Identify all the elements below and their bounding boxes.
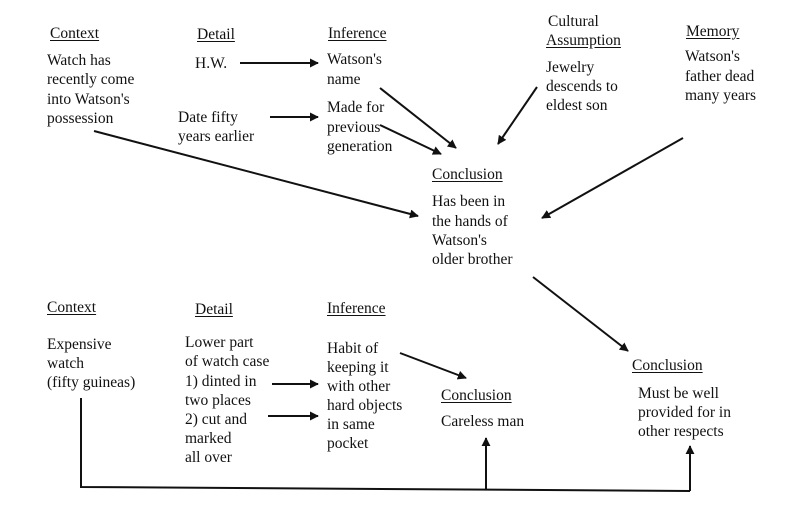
- bottom-context-line: (fifty guineas): [47, 374, 136, 391]
- final-conclusion-line: Must be well: [638, 385, 719, 402]
- top-context-line: recently come: [47, 71, 135, 88]
- bottom-conclusion-line: Careless man: [441, 413, 525, 430]
- top-context-line: into Watson's: [47, 91, 130, 108]
- top-detail-date-line: years earlier: [178, 128, 255, 145]
- top-inference-name-line: Watson's: [327, 51, 382, 68]
- top-cultural-line: eldest son: [546, 97, 608, 114]
- top-conclusion-line: the hands of: [432, 213, 508, 230]
- bottom-inference-line: in same: [327, 416, 375, 433]
- bottom-inference-line: with other: [327, 378, 391, 395]
- top-inference-generation-line: previous: [327, 119, 381, 136]
- bottom-context-line: watch: [47, 355, 85, 372]
- final-conclusion-heading: Conclusion: [632, 357, 703, 374]
- bottom-inference-line: pocket: [327, 435, 369, 452]
- bottom-detail-line: Lower part: [185, 334, 254, 351]
- bottom-context-heading: Context: [47, 299, 97, 316]
- bottom-detail-line: two places: [185, 392, 251, 409]
- top-context-line: Watch has: [47, 52, 111, 69]
- top-memory-line: Watson's: [685, 48, 740, 65]
- arrow-conclusion-to-final: [532, 276, 629, 352]
- top-memory-heading: Memory: [686, 23, 740, 40]
- top-memory-line: father dead: [685, 68, 755, 85]
- top-inference-name-line: name: [327, 71, 361, 88]
- top-memory-line: many years: [685, 87, 757, 104]
- bottom-detail-line: of watch case: [185, 353, 270, 370]
- bottom-detail-line: 1) dinted in: [185, 373, 257, 390]
- bottom-inference-line: keeping it: [327, 359, 389, 376]
- bottom-detail-line: all over: [185, 449, 232, 466]
- arrow-generation-to-conclusion: [379, 124, 442, 155]
- top-inference-generation-line: generation: [327, 138, 393, 155]
- bottom-detail-heading: Detail: [195, 301, 233, 318]
- bottom-detail-line: marked: [185, 430, 232, 447]
- top-conclusion-line: Has been in: [432, 193, 506, 210]
- final-conclusion-line: other respects: [638, 423, 724, 440]
- arrow-memory-to-conclusion: [541, 137, 684, 219]
- top-conclusion-line: older brother: [432, 251, 513, 268]
- bottom-inference-heading: Inference: [327, 300, 386, 317]
- top-detail-hw: H.W.: [195, 55, 228, 72]
- top-context-heading: Context: [50, 25, 100, 42]
- arrow-context-bracket: [80, 398, 691, 492]
- top-inference-heading: Inference: [328, 25, 387, 42]
- arrow-habit-to-careless: [399, 352, 467, 380]
- top-cultural-line: descends to: [546, 78, 618, 95]
- bottom-conclusion-heading: Conclusion: [441, 387, 512, 404]
- top-detail-heading: Detail: [197, 26, 235, 43]
- bottom-inference-line: Habit of: [327, 340, 379, 357]
- top-cultural-heading: Cultural: [548, 13, 599, 30]
- bottom-detail-line: 2) cut and: [185, 411, 247, 428]
- top-conclusion-line: Watson's: [432, 232, 487, 249]
- arrow-cultural-to-conclusion: [497, 86, 538, 145]
- top-cultural-heading-2: Assumption: [546, 32, 621, 49]
- bottom-inference-line: hard objects: [327, 397, 403, 414]
- bottom-context-line: Expensive: [47, 336, 112, 353]
- top-detail-date-line: Date fifty: [178, 109, 238, 126]
- top-inference-generation-line: Made for: [327, 99, 385, 116]
- top-cultural-line: Jewelry: [546, 59, 595, 76]
- arrow-context-to-conclusion: [93, 130, 419, 219]
- arrow-name-to-conclusion: [379, 87, 457, 149]
- final-conclusion-line: provided for in: [638, 404, 731, 421]
- top-context-line: possession: [47, 110, 114, 127]
- top-conclusion-heading: Conclusion: [432, 166, 503, 183]
